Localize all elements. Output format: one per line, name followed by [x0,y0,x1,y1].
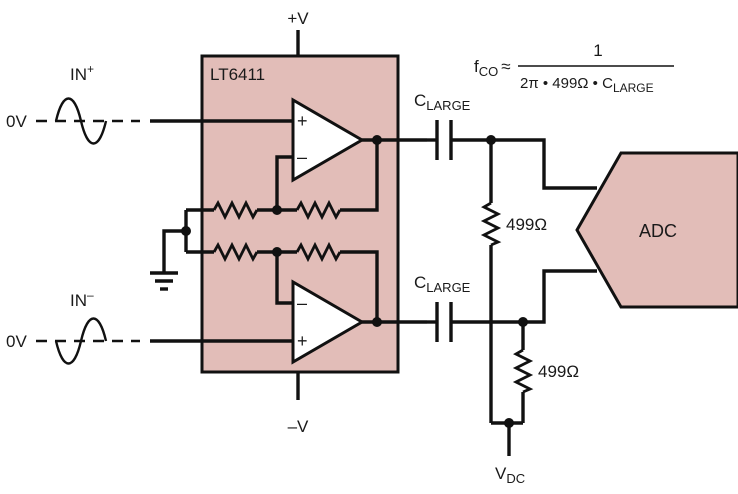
bottom-minus-feedback-wire [275,252,293,305]
top-adc-input-wire [451,138,597,190]
in-minus-label: IN– [70,288,94,310]
in-plus-superscript: + [87,62,94,76]
ground-junction-dot [181,226,191,236]
ground-wire [162,229,186,272]
vdc-subscript: DC [506,471,525,486]
opamp-top [291,97,365,183]
formula-numerator: 1 [593,41,602,60]
in-minus-sine-wave [54,317,108,365]
bottom-gain-resistor-left [212,241,259,263]
res-bottom-value-label: 499Ω [538,362,579,381]
zero-volt-top-label: 0V [6,112,27,131]
bottom-feedback-junction-dot [272,247,282,257]
bottom-bias-resistor [512,348,534,394]
vdc-junction-dot [504,418,514,428]
pos-supply-label: +V [287,9,309,28]
formula-denominator: 2π • 499Ω • CLARGE [520,75,654,95]
formula-approx-sign: ≈ [501,57,510,76]
opamp-bottom-minus-sign: – [297,293,307,313]
top-output-junction-dot [372,135,382,145]
top-feedback-return-wire [340,140,379,212]
top-gain-resistor-left [212,199,259,221]
formula-lhs-subscript: CO [479,64,499,79]
bottom-adc-input-wire [451,269,597,324]
bottom-output-junction-dot [372,317,382,327]
bottom-gain-resistor-right [295,241,342,263]
vdc-label: VDC [495,464,525,486]
cap-top-subscript: LARGE [426,98,470,113]
formula-lhs: fCO≈ [474,57,511,79]
res-top-value-label: 499Ω [506,215,547,234]
top-feedback-junction-dot [272,205,282,215]
cap-bottom-label: CLARGE [414,273,471,295]
in-minus-superscript: – [87,288,94,302]
top-minus-feedback-wire [275,155,293,210]
bottom-cap-junction-dot [518,317,528,327]
in-plus-sine-wave [54,97,108,145]
cap-bottom-subscript: LARGE [426,280,470,295]
cap-top-label: CLARGE [414,91,471,113]
zero-volt-bottom-label: 0V [6,332,27,351]
opamp-top-plus-sign: + [297,111,308,131]
opamp-bottom [291,279,365,365]
bottom-feedback-return-wire [340,250,379,322]
neg-supply-label: –V [288,417,309,436]
top-bias-resistor [480,201,502,247]
top-gain-resistor-right [295,199,342,221]
chip-name-label: LT6411 [210,65,265,84]
formula-denominator-subscript: LARGE [613,81,654,95]
opamp-top-minus-sign: – [297,147,307,167]
adc-block [575,151,738,309]
in-plus-label: IN+ [70,62,94,84]
opamp-bottom-plus-sign: + [297,331,308,351]
top-cap-junction-dot [486,135,496,145]
adc-label: ADC [639,221,677,241]
